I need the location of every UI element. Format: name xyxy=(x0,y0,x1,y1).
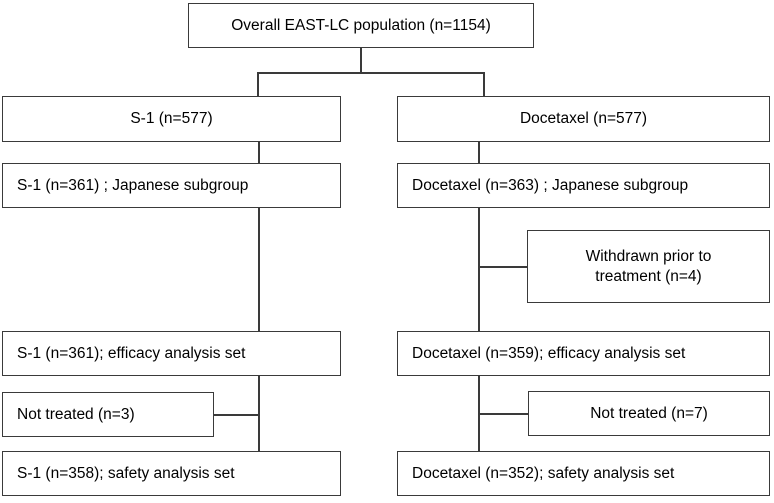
connector-docetaxel-to-withdrawn xyxy=(478,266,528,268)
node-s1-randomized-label: S-1 (n=577) xyxy=(130,110,213,128)
node-s1-safety-analysis-set-label: S-1 (n=358); safety analysis set xyxy=(17,464,235,482)
node-s1-japanese-subgroup-label: S-1 (n=361) ; Japanese subgroup xyxy=(17,176,249,194)
connector-docetaxel-not-treated xyxy=(478,413,529,415)
node-s1-randomized: S-1 (n=577) xyxy=(2,96,341,142)
node-withdrawn-line-1: Withdrawn prior to xyxy=(585,248,712,266)
connector-overall-to-split xyxy=(360,47,362,73)
node-docetaxel-safety-analysis-set-label: Docetaxel (n=352); safety analysis set xyxy=(412,464,675,482)
node-docetaxel-randomized-label: Docetaxel (n=577) xyxy=(519,110,648,128)
connector-s1-efficacy-to-safety xyxy=(258,375,260,451)
connector-s1-not-treated xyxy=(213,414,259,416)
connector-docetaxel-randomized-to-japanese xyxy=(478,142,480,163)
node-docetaxel-japanese-subgroup-label: Docetaxel (n=363) ; Japanese subgroup xyxy=(412,176,689,194)
node-docetaxel-efficacy-analysis-set-label: Docetaxel (n=359); efficacy analysis set xyxy=(412,344,686,362)
node-s1-japanese-subgroup: S-1 (n=361) ; Japanese subgroup xyxy=(2,163,341,208)
node-s1-efficacy-analysis-set-label: S-1 (n=361); efficacy analysis set xyxy=(17,344,246,362)
connector-s1-japanese-to-efficacy xyxy=(258,207,260,331)
connector-split-to-docetaxel xyxy=(483,72,485,96)
node-overall-population-label: Overall EAST-LC population (n=1154) xyxy=(231,16,491,34)
node-docetaxel-not-treated: Not treated (n=7) xyxy=(528,391,770,436)
node-docetaxel-japanese-subgroup: Docetaxel (n=363) ; Japanese subgroup xyxy=(397,163,770,208)
node-s1-safety-analysis-set: S-1 (n=358); safety analysis set xyxy=(2,451,341,496)
node-withdrawn-prior-to-treatment: Withdrawn prior to treatment (n=4) xyxy=(527,230,770,303)
node-docetaxel-not-treated-label: Not treated (n=7) xyxy=(590,404,708,422)
connector-split-to-s1 xyxy=(257,72,259,96)
connector-docetaxel-japanese-to-efficacy xyxy=(478,207,480,331)
node-s1-efficacy-analysis-set: S-1 (n=361); efficacy analysis set xyxy=(2,331,341,376)
node-s1-not-treated-label: Not treated (n=3) xyxy=(17,405,135,423)
connector-s1-randomized-to-japanese xyxy=(258,142,260,163)
node-overall-population: Overall EAST-LC population (n=1154) xyxy=(188,3,534,48)
node-docetaxel-efficacy-analysis-set: Docetaxel (n=359); efficacy analysis set xyxy=(397,331,770,376)
node-withdrawn-line-2: treatment (n=4) xyxy=(595,267,702,285)
connector-split-horizontal xyxy=(257,72,484,74)
node-s1-not-treated: Not treated (n=3) xyxy=(2,392,214,437)
node-docetaxel-safety-analysis-set: Docetaxel (n=352); safety analysis set xyxy=(397,451,770,496)
node-docetaxel-randomized: Docetaxel (n=577) xyxy=(397,96,770,142)
